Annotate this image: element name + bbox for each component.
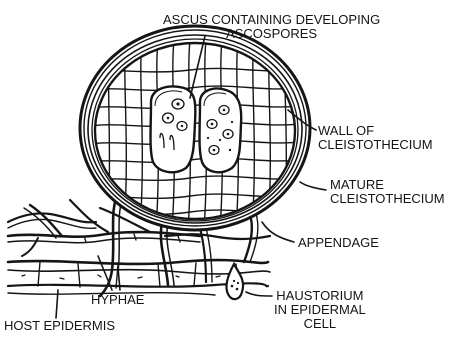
leader-appendage xyxy=(262,222,294,242)
label-host-epidermis: HOST EPIDERMIS xyxy=(4,319,115,333)
label-mature-line-1: MATURE xyxy=(330,178,445,192)
label-ascus: ASCUS CONTAINING DEVELOPING ASCOSPORES xyxy=(163,13,380,41)
label-wall-line-2: CLEISTOTHECIUM xyxy=(318,138,433,152)
label-mature-line-2: CLEISTOTHECIUM xyxy=(330,192,445,206)
label-ascus-line-1: ASCUS CONTAINING DEVELOPING xyxy=(163,13,380,27)
label-ascus-line-2: ASCOSPORES xyxy=(163,27,380,41)
label-wall-line-1: WALL OF xyxy=(318,124,433,138)
label-hyphae: HYPHAE xyxy=(91,293,144,307)
label-appendage: APPENDAGE xyxy=(298,236,379,250)
label-hyphae-line-1: HYPHAE xyxy=(91,293,144,307)
haustorium xyxy=(226,264,243,299)
label-haustorium-line-3: CELL xyxy=(274,317,366,331)
label-wall: WALL OF CLEISTOTHECIUM xyxy=(318,124,433,152)
cleistothecium xyxy=(80,26,310,230)
leader-mature xyxy=(300,182,326,190)
label-haustorium-line-1: HAUSTORIUM xyxy=(274,289,366,303)
label-haustorium-line-2: IN EPIDERMAL xyxy=(274,303,366,317)
label-host-epidermis-line-1: HOST EPIDERMIS xyxy=(4,319,115,333)
label-haustorium: HAUSTORIUM IN EPIDERMAL CELL xyxy=(274,289,366,331)
label-mature: MATURE CLEISTOTHECIUM xyxy=(330,178,445,206)
label-appendage-line-1: APPENDAGE xyxy=(298,236,379,250)
leader-haustorium xyxy=(246,292,272,296)
